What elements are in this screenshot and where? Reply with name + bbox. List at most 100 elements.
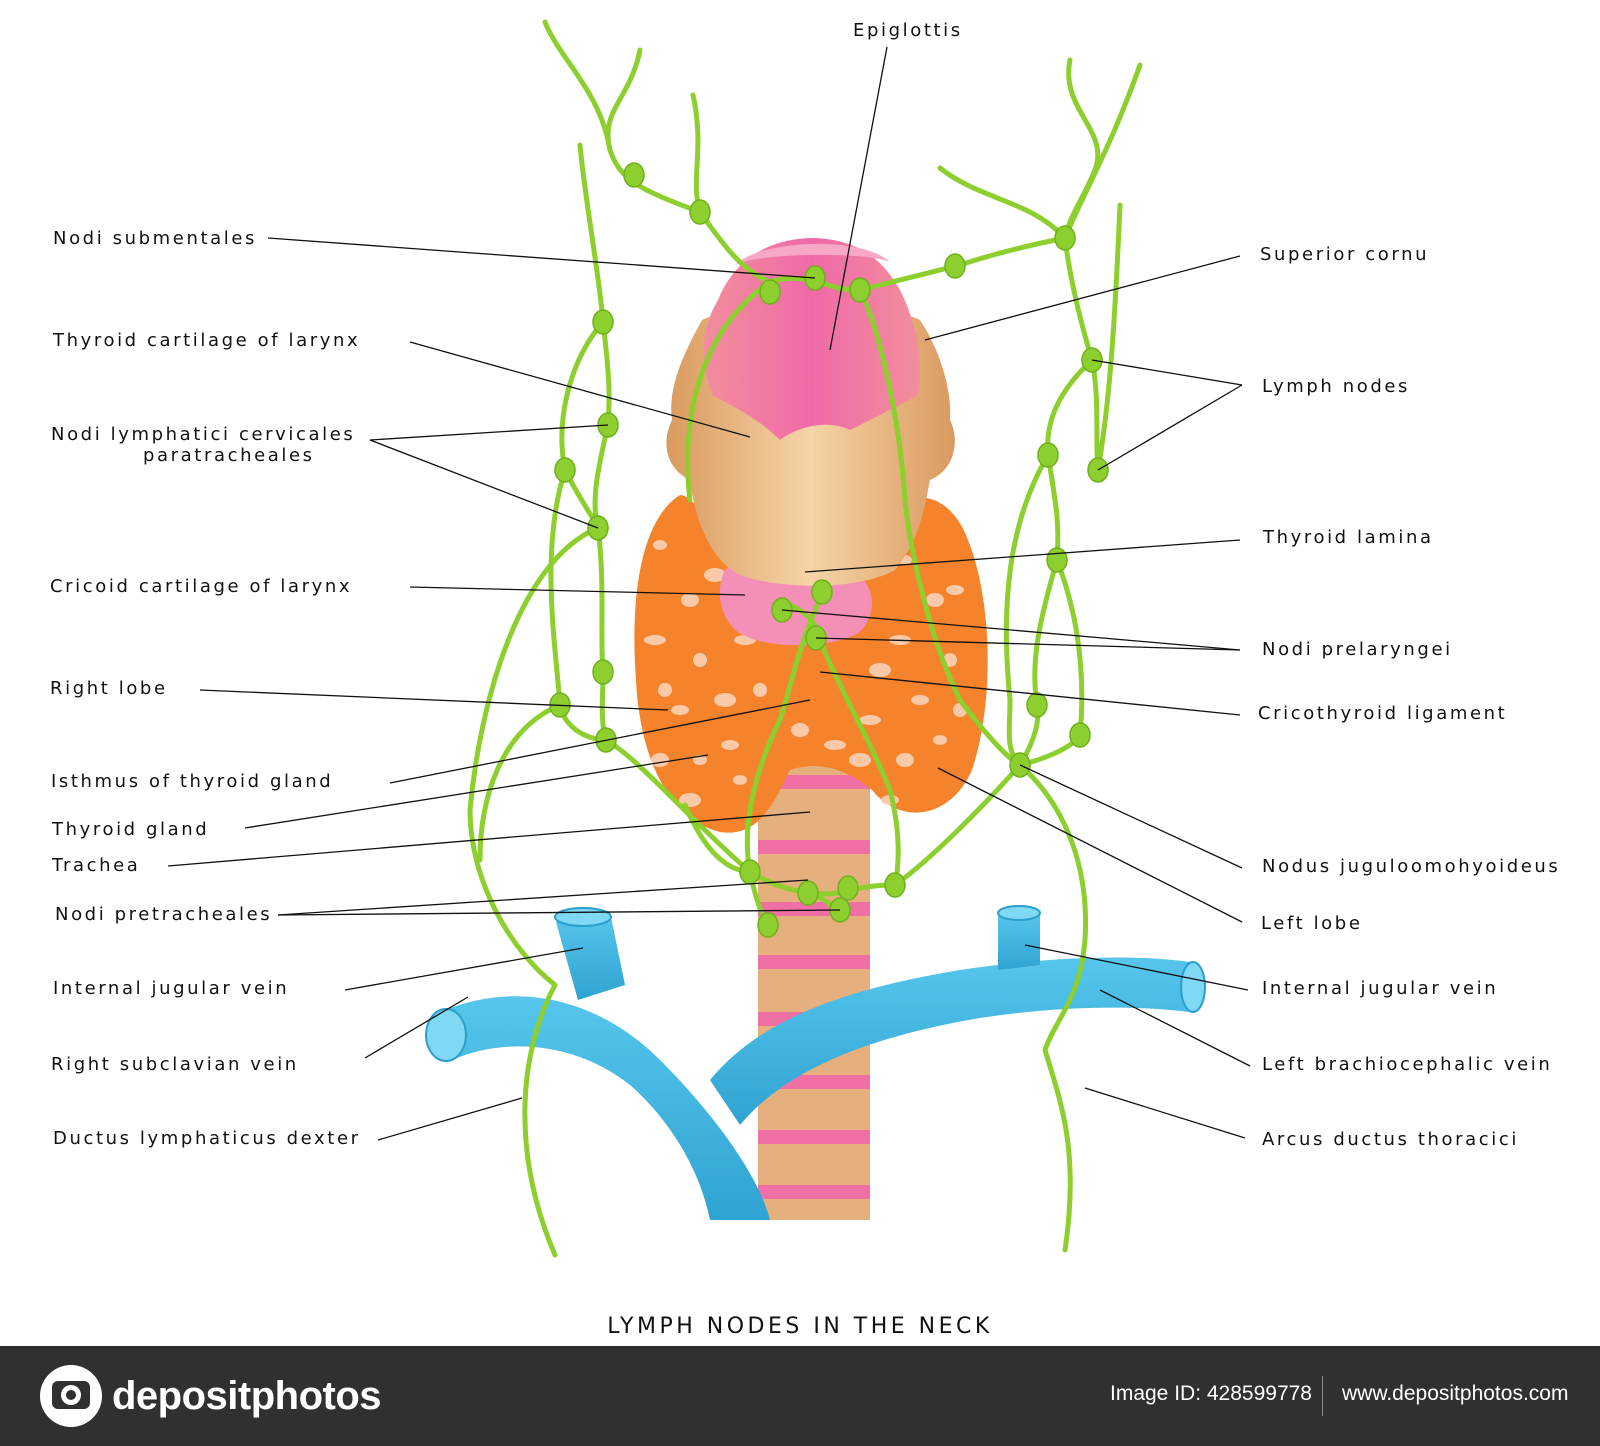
thyroid-follicle — [824, 740, 846, 750]
leader-line — [199, 689, 669, 711]
label-superior-cornu: Superior cornu — [1260, 244, 1429, 265]
trachea-ring — [758, 775, 870, 789]
leader-line — [167, 811, 811, 867]
lymph-node — [837, 875, 859, 901]
leader-line — [815, 637, 1241, 651]
website-link[interactable]: www.depositphotos.com — [1342, 1382, 1569, 1405]
leader-line — [804, 539, 1241, 573]
trachea-ring — [758, 902, 870, 916]
lymph-vessels — [467, 19, 1143, 1258]
thyroid-follicle — [849, 753, 871, 767]
leader-line — [377, 1097, 523, 1141]
lymph-nodes — [549, 162, 1109, 938]
image-id: Image ID: 428599778 — [1110, 1382, 1312, 1405]
thyroid-follicles — [644, 540, 967, 807]
thyroid-follicle — [911, 695, 929, 705]
thyroid-follicle — [896, 753, 914, 767]
lymph-node — [1069, 722, 1091, 748]
leader-line — [409, 586, 746, 596]
thyroid-follicle — [933, 735, 947, 745]
leader-line — [1099, 989, 1251, 1067]
trachea-rings — [758, 775, 870, 1199]
leader-line — [344, 947, 584, 991]
brand-name: depositphotos — [112, 1373, 382, 1418]
thyroid-follicle — [644, 635, 666, 645]
watermark-footer: depositphotos Image ID: 428599778 www.de… — [0, 1346, 1600, 1446]
lymph-node — [757, 912, 779, 938]
lymph-node — [811, 579, 833, 605]
leader-line — [364, 996, 469, 1059]
thyroid-follicle — [658, 683, 672, 697]
lymph-node — [1046, 547, 1068, 573]
leader-line — [389, 699, 811, 784]
label-thyroid-cartilage: Thyroid cartilage of larynx — [52, 330, 360, 351]
neck-lymph-diagram: Epiglottis Nodi submentales Superior cor… — [50, 19, 1558, 1339]
leader-line — [1019, 764, 1243, 869]
lymph-node — [944, 253, 966, 279]
label-nodi-cervicales-line2: paratracheales — [143, 445, 315, 466]
label-nodi-prelaryngei: Nodi prelaryngei — [1262, 639, 1453, 660]
lymph-node — [884, 872, 906, 898]
brand[interactable]: depositphotos — [40, 1364, 382, 1428]
lymph-node — [759, 279, 781, 305]
thyroid-follicle — [946, 585, 964, 595]
label-nodi-submentales: Nodi submentales — [53, 228, 257, 249]
epiglottis-top — [735, 243, 890, 265]
label-internal-jugular-right: Internal jugular vein — [53, 978, 289, 999]
trachea-shape — [758, 760, 870, 1220]
lymph-node — [554, 457, 576, 483]
labels: Epiglottis Nodi submentales Superior cor… — [50, 20, 1558, 1339]
lymph-node — [739, 859, 761, 885]
trachea-ring — [758, 1130, 870, 1144]
leader-line — [277, 879, 809, 916]
lymph-node — [623, 162, 645, 188]
thyroid-follicle — [681, 593, 699, 607]
lymph-node — [1026, 692, 1048, 718]
thyroid-follicle — [869, 663, 891, 677]
label-isthmus: Isthmus of thyroid gland — [51, 771, 333, 792]
leader-lines — [167, 46, 1251, 1141]
leader-line — [1084, 1087, 1246, 1139]
thyroid-follicle — [653, 540, 667, 550]
trachea-ring — [758, 1185, 870, 1199]
label-arcus-ductus: Arcus ductus thoracici — [1262, 1129, 1519, 1150]
label-left-brachiocephalic: Left brachiocephalic vein — [1262, 1054, 1552, 1075]
label-trachea: Trachea — [51, 855, 140, 876]
label-thyroid-gland: Thyroid gland — [51, 819, 209, 840]
camera-icon — [40, 1365, 102, 1427]
label-lymph-nodes: Lymph nodes — [1262, 376, 1410, 397]
thyroid-follicle — [733, 775, 747, 785]
thyroid-follicle — [671, 705, 689, 715]
label-internal-jugular-left: Internal jugular vein — [1262, 978, 1498, 999]
label-nodi-cervicales-line1: Nodi lymphatici cervicales — [51, 424, 355, 445]
thyroid-follicle — [704, 568, 726, 582]
thyroid-follicle — [859, 715, 881, 725]
lymph-node — [592, 659, 614, 685]
diagram-title: LYMPH NODES IN THE NECK — [607, 1314, 993, 1339]
label-cricothyroid-ligament: Cricothyroid ligament — [1258, 703, 1507, 724]
thyroid-follicle — [693, 755, 707, 765]
leader-line — [369, 424, 609, 441]
trachea-ring — [758, 955, 870, 969]
lymph-node — [1037, 442, 1059, 468]
label-nodi-pretracheales: Nodi pretracheales — [55, 904, 272, 925]
leader-line — [924, 255, 1241, 341]
lymph-node — [849, 277, 871, 303]
leader-line — [1097, 384, 1243, 471]
label-cricoid-cartilage: Cricoid cartilage of larynx — [50, 576, 352, 597]
leader-line — [277, 909, 841, 916]
thyroid-follicle — [693, 653, 707, 667]
label-thyroid-lamina: Thyroid lamina — [1262, 527, 1434, 548]
footer-divider — [1322, 1376, 1323, 1416]
lymph-node — [592, 309, 614, 335]
label-ductus-lymphaticus: Ductus lymphaticus dexter — [53, 1128, 361, 1149]
thyroid-follicle — [926, 593, 944, 607]
thyroid-follicle — [791, 723, 809, 737]
leader-line — [409, 341, 751, 438]
thyroid-follicle — [651, 753, 669, 767]
leader-line — [819, 671, 1241, 716]
label-right-subclavian: Right subclavian vein — [51, 1054, 299, 1075]
label-left-lobe: Left lobe — [1261, 913, 1363, 934]
trachea-ring — [758, 840, 870, 854]
thyroid-follicle — [753, 683, 767, 697]
